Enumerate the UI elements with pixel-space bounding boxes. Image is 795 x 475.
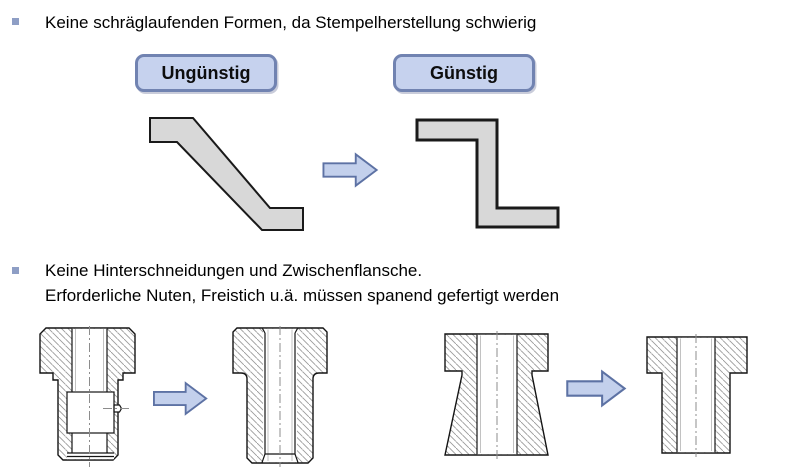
bore-bottom <box>72 433 107 453</box>
chamfer-lines <box>480 335 514 453</box>
slanted-z-shape <box>149 117 304 231</box>
bore-walls <box>476 334 518 455</box>
label-box-unfavorable: Ungünstig <box>135 54 277 92</box>
cross-section-undercut-part <box>39 326 136 467</box>
cross-section-tapered-part <box>444 331 549 460</box>
lower-edges <box>67 433 114 458</box>
bullet2-line1: Keine Hinterschneidungen und Zwischenfla… <box>45 261 423 280</box>
block-arrow-right <box>566 369 627 408</box>
side-groove <box>114 405 122 412</box>
bore-walls <box>261 328 299 463</box>
label-favorable-text: Günstig <box>430 62 498 83</box>
bullet-square-icon <box>12 267 19 274</box>
transform-arrow-icon <box>566 369 627 408</box>
stepped-profile-diagram <box>415 118 560 229</box>
block-arrow-right <box>322 152 379 188</box>
chamfer-lines <box>680 338 712 451</box>
cross-section-stepped-part <box>646 334 748 457</box>
bore-walls <box>71 328 108 392</box>
chamfer-lines <box>75 329 104 391</box>
bullet2-line2: Erforderliche Nuten, Freistich u.ä. müss… <box>45 286 560 305</box>
groove-edges <box>113 404 123 413</box>
block-arrow-right <box>153 381 208 416</box>
cross-section-straight-bore-part <box>232 326 328 467</box>
slanted-profile-diagram <box>149 117 304 231</box>
label-box-favorable: Günstig <box>393 54 535 92</box>
stepped-z-shape <box>415 118 560 229</box>
bullet2-text: Keine Hinterschneidungen und Zwischenfla… <box>45 258 559 308</box>
label-unfavorable-text: Ungünstig <box>161 62 251 83</box>
chamfer-lines <box>267 329 293 461</box>
inner-cavity <box>67 392 114 433</box>
bullet-square-icon <box>12 18 19 25</box>
bullet1-text: Keine schräglaufenden Formen, da Stempel… <box>45 13 537 32</box>
bore-walls <box>676 337 716 453</box>
transform-arrow-icon <box>322 152 379 188</box>
transform-arrow-icon <box>153 381 208 416</box>
